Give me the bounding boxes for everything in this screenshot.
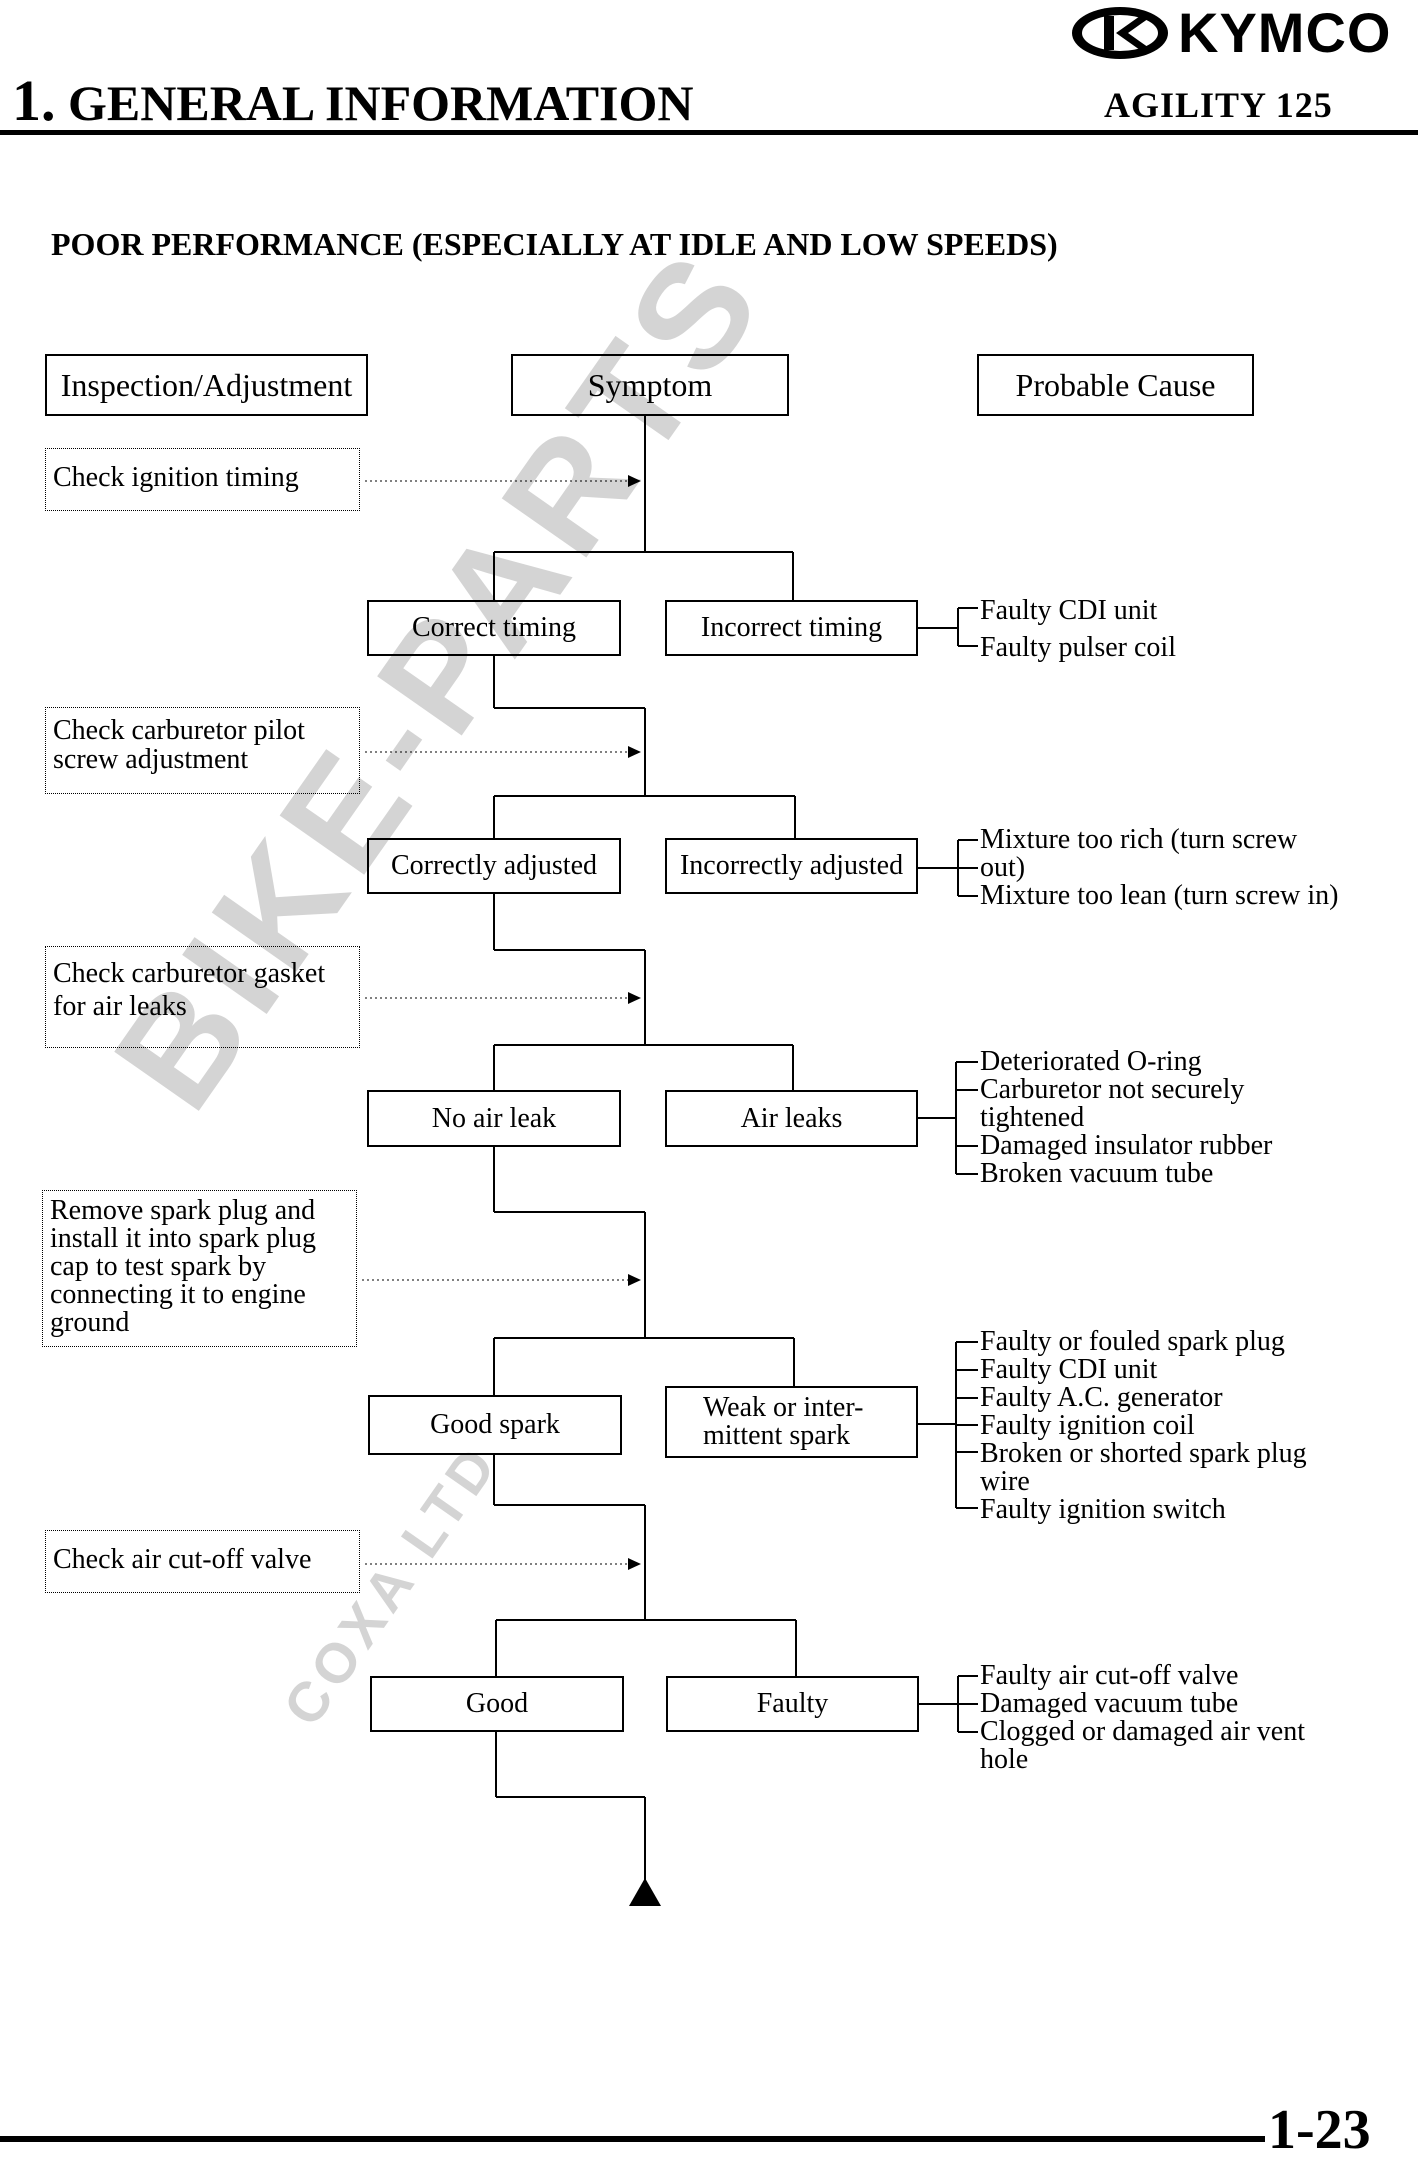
cause-item: Faulty ignition coil [980,1410,1195,1441]
page-number: 1-23 [1268,2099,1371,2161]
model-name: AGILITY 125 [1104,85,1333,125]
inspection-box-1: Check ignition timing [45,448,360,511]
cause-item: Faulty or fouled spark plug [980,1326,1285,1357]
header-probable-cause: Probable Cause [977,354,1254,416]
cause-item: Mixture too rich (turn screw [980,824,1298,855]
cause-list-1: Faulty CDI unit Faulty pulser coil [980,592,1176,666]
inspection-line: ground [50,1307,130,1338]
inspection-box-3: Check carburetor gasket for air leaks [45,946,360,1048]
inspection-box-2: Check carburetor pilot screw adjustment [45,707,360,794]
kymco-logo: KYMCO [1068,2,1418,64]
cause-item: Faulty CDI unit [980,1354,1158,1385]
header-rule [0,130,1418,135]
symptom-box-correct-timing: Correct timing [367,600,621,656]
inspection-box-4: Remove spark plug and install it into sp… [42,1190,357,1347]
cause-item: Faulty A.C. generator [980,1382,1223,1413]
symptom-box-weak-spark: Weak or inter- mittent spark [665,1386,918,1458]
inspection-line: Check carburetor pilot [53,715,305,746]
inspection-line: screw adjustment [53,744,249,775]
inspection-line: cap to test spark by [50,1251,267,1282]
symptom-line: Weak or inter- [703,1392,864,1423]
chapter-title: 1. GENERAL INFORMATION [12,66,694,138]
kymco-logo-mark-icon [1072,7,1168,59]
cause-item: Damaged insulator rubber [980,1130,1273,1161]
end-arrow-icon [629,1878,661,1906]
symptom-box-good: Good [370,1676,624,1732]
cause-item: hole [980,1744,1029,1775]
inspection-line: Check air cut-off valve [53,1544,312,1575]
inspection-box-5: Check air cut-off valve [45,1530,360,1593]
section-title: POOR PERFORMANCE (ESPECIALLY AT IDLE AND… [51,226,1058,262]
footer-rule [0,2136,1265,2142]
chapter-title-text: GENERAL INFORMATION [68,75,694,131]
symptom-box-no-air-leak: No air leak [367,1090,621,1147]
cause-item: Clogged or damaged air vent [980,1716,1306,1747]
cause-item: Deteriorated O-ring [980,1046,1202,1077]
inspection-line: connecting it to engine [50,1279,306,1310]
cause-item: Faulty ignition switch [980,1494,1226,1525]
symptom-box-incorrectly-adjusted: Incorrectly adjusted [665,838,918,894]
chapter-number: 1. [12,68,56,133]
header-symptom: Symptom [511,354,789,416]
symptom-box-good-spark: Good spark [368,1395,622,1455]
cause-item: wire [980,1466,1030,1497]
cause-item: Carburetor not securely [980,1074,1245,1105]
header-inspection: Inspection/Adjustment [45,354,368,416]
inspection-line: for air leaks [53,991,187,1022]
inspection-line: install it into spark plug [50,1223,316,1254]
cause-item: Mixture too lean (turn screw in) [980,880,1339,911]
cause-item: Faulty pulser coil [980,632,1176,663]
cause-item: Damaged vacuum tube [980,1688,1239,1719]
cause-item: out) [980,852,1026,883]
cause-list-3: Deteriorated O-ring Carburetor not secur… [980,1048,1272,1188]
cause-item: Faulty CDI unit [980,595,1158,626]
inspection-line: Check ignition timing [53,462,299,493]
brand-name: KYMCO [1178,1,1392,64]
symptom-box-faulty: Faulty [666,1676,919,1732]
symptom-box-air-leaks: Air leaks [665,1090,918,1147]
cause-item: Faulty air cut-off valve [980,1660,1239,1691]
symptom-box-incorrect-timing: Incorrect timing [665,600,918,656]
cause-list-2: Mixture too rich (turn screw out) Mixtur… [980,826,1338,910]
cause-item: Broken or shorted spark plug [980,1438,1307,1469]
cause-item: tightened [980,1102,1085,1133]
cause-list-4: Faulty or fouled spark plug Faulty CDI u… [980,1328,1307,1524]
cause-item: Broken vacuum tube [980,1158,1214,1189]
symptom-line: mittent spark [703,1420,850,1451]
inspection-line: Check carburetor gasket [53,958,326,989]
symptom-box-correctly-adjusted: Correctly adjusted [367,838,621,894]
inspection-line: Remove spark plug and [50,1195,316,1226]
cause-list-5: Faulty air cut-off valve Damaged vacuum … [980,1662,1305,1774]
